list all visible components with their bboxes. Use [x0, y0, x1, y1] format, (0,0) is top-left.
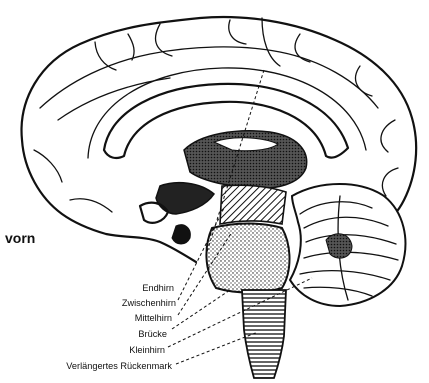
structure-labels: Endhirn Zwischenhirn Mittelhirn Brücke K…: [66, 283, 176, 371]
pituitary: [172, 225, 190, 244]
label-zwischenhirn: Zwischenhirn: [122, 298, 176, 308]
label-kleinhirn: Kleinhirn: [129, 345, 165, 355]
optic-chiasm: [140, 203, 168, 223]
pons-region: [206, 224, 289, 293]
medulla-region: [242, 290, 286, 378]
label-mittelhirn: Mittelhirn: [135, 313, 172, 323]
label-bruecke: Brücke: [138, 329, 167, 339]
midbrain-region: [220, 185, 286, 224]
label-verlaengertes-rueckenmark: Verlängertes Rückenmark: [66, 361, 172, 371]
orientation-label: vorn: [5, 230, 35, 246]
label-endhirn: Endhirn: [142, 283, 174, 293]
